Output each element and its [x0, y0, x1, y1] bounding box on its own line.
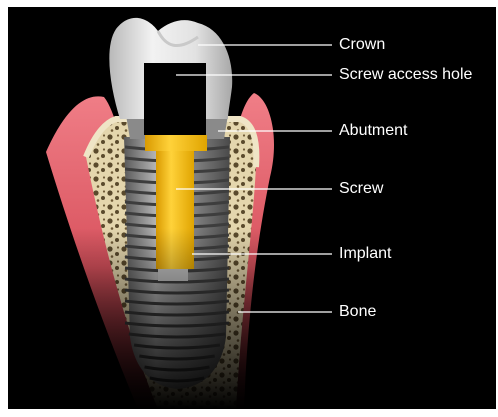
label-implant: Implant — [339, 244, 391, 264]
label-crown: Crown — [339, 35, 385, 55]
label-screw-access-hole: Screw access hole — [339, 65, 472, 85]
diagram-stage: Crown Screw access hole Abutment Screw I… — [8, 7, 496, 409]
label-abutment: Abutment — [339, 121, 407, 141]
label-screw: Screw — [339, 179, 383, 199]
label-bone: Bone — [339, 302, 376, 322]
